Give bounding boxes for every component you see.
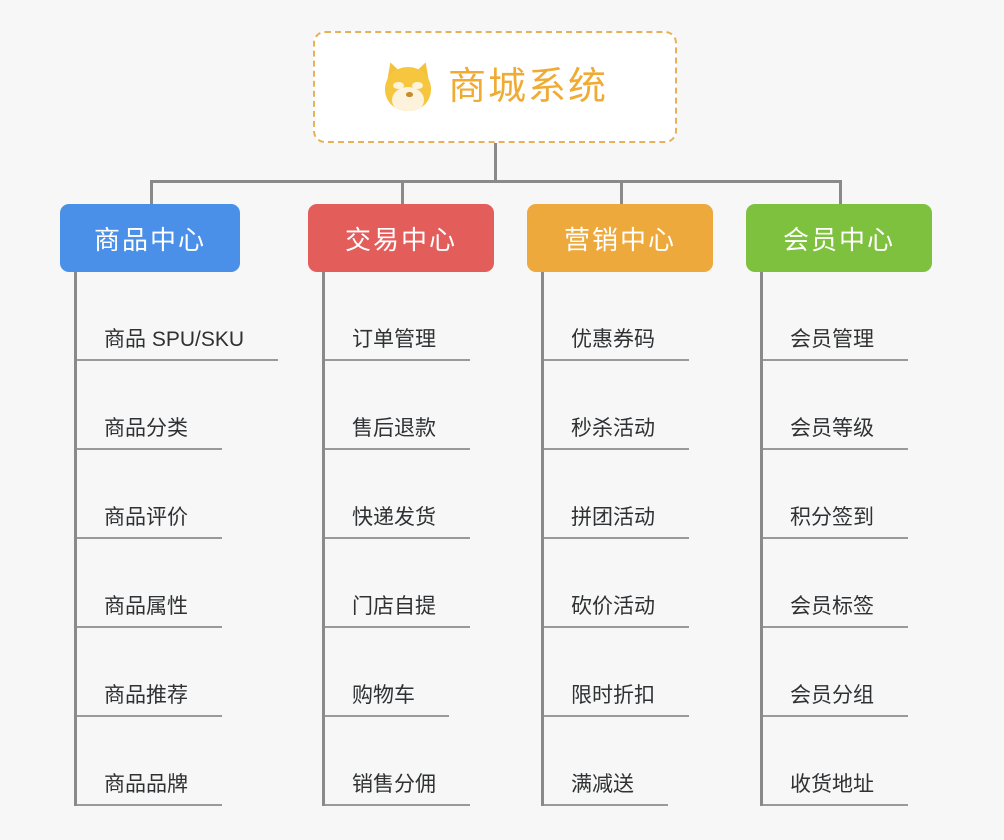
branch-trunk-product-center	[74, 272, 77, 806]
leaf-label: 会员等级	[760, 418, 908, 450]
leaf-list-member-center: 会员管理会员等级积分签到会员标签会员分组收货地址	[760, 272, 908, 806]
leaf-item[interactable]: 快递发货	[322, 450, 470, 539]
leaf-label: 售后退款	[322, 418, 470, 450]
leaf-label: 砍价活动	[541, 596, 689, 628]
leaf-item[interactable]: 商品推荐	[74, 628, 278, 717]
category-title: 营销中心	[563, 224, 676, 255]
leaf-label: 会员分组	[760, 685, 908, 717]
leaf-label: 门店自提	[322, 596, 470, 628]
category-title: 交易中心	[344, 224, 457, 255]
leaf-label: 商品分类	[74, 418, 222, 450]
leaf-list-marketing-center: 优惠券码秒杀活动拼团活动砍价活动限时折扣满减送	[541, 272, 689, 806]
branch-trunk-trade-center	[322, 272, 325, 806]
category-header-trade-center[interactable]: 交易中心	[308, 204, 494, 272]
leaf-item[interactable]: 售后退款	[322, 361, 470, 450]
leaf-item[interactable]: 会员管理	[760, 272, 908, 361]
leaf-item[interactable]: 商品品牌	[74, 717, 278, 806]
leaf-label: 销售分佣	[322, 774, 470, 806]
leaf-label: 满减送	[541, 774, 668, 806]
leaf-label: 收货地址	[760, 774, 908, 806]
leaf-label: 会员标签	[760, 596, 908, 628]
leaf-label: 会员管理	[760, 329, 908, 361]
leaf-item[interactable]: 砍价活动	[541, 539, 689, 628]
leaf-label: 商品推荐	[74, 685, 222, 717]
category-header-marketing-center[interactable]: 营销中心	[527, 204, 713, 272]
category-header-product-center[interactable]: 商品中心	[60, 204, 240, 272]
leaf-item[interactable]: 商品 SPU/SKU	[74, 272, 279, 361]
leaf-label: 商品评价	[74, 507, 222, 539]
leaf-item[interactable]: 会员分组	[760, 628, 908, 717]
leaf-item[interactable]: 收货地址	[760, 717, 908, 806]
category-drop-line-2	[401, 180, 404, 204]
category-drop-line-1	[150, 180, 153, 204]
leaf-item[interactable]: 商品属性	[74, 539, 278, 628]
leaf-label: 商品 SPU/SKU	[74, 329, 279, 361]
column-member-center: 会员中心会员管理会员等级积分签到会员标签会员分组收货地址	[746, 204, 932, 806]
leaf-label: 订单管理	[322, 329, 470, 361]
leaf-item[interactable]: 会员等级	[760, 361, 908, 450]
root-node[interactable]: 商城系统	[313, 31, 677, 143]
column-trade-center: 交易中心订单管理售后退款快递发货门店自提购物车销售分佣	[308, 204, 494, 806]
leaf-item[interactable]: 订单管理	[322, 272, 470, 361]
leaf-list-product-center: 商品 SPU/SKU 商品分类商品评价商品属性商品推荐商品品牌	[74, 272, 279, 806]
leaf-item[interactable]: 限时折扣	[541, 628, 689, 717]
category-drop-line-3	[620, 180, 623, 204]
branch-trunk-member-center	[760, 272, 763, 806]
leaf-item[interactable]: 商品评价	[74, 450, 278, 539]
category-header-member-center[interactable]: 会员中心	[746, 204, 932, 272]
root-title: 商城系统	[447, 66, 608, 108]
leaf-item[interactable]: 积分签到	[760, 450, 908, 539]
category-title: 会员中心	[782, 224, 895, 255]
branch-trunk-marketing-center	[541, 272, 544, 806]
leaf-label: 商品品牌	[74, 774, 222, 806]
column-product-center: 商品中心商品 SPU/SKU 商品分类商品评价商品属性商品推荐商品品牌	[60, 204, 279, 806]
leaf-list-trade-center: 订单管理售后退款快递发货门店自提购物车销售分佣	[322, 272, 470, 806]
root-horizontal-bar	[150, 180, 842, 183]
root-stem-line	[494, 143, 497, 183]
leaf-item[interactable]: 秒杀活动	[541, 361, 689, 450]
leaf-item[interactable]: 会员标签	[760, 539, 908, 628]
leaf-item[interactable]: 购物车	[322, 628, 470, 717]
leaf-item[interactable]: 门店自提	[322, 539, 470, 628]
column-marketing-center: 营销中心优惠券码秒杀活动拼团活动砍价活动限时折扣满减送	[527, 204, 713, 806]
leaf-item[interactable]: 拼团活动	[541, 450, 689, 539]
leaf-item[interactable]: 优惠券码	[541, 272, 689, 361]
leaf-label: 商品属性	[74, 596, 222, 628]
leaf-label: 快递发货	[322, 507, 470, 539]
leaf-item[interactable]: 满减送	[541, 717, 689, 806]
leaf-label: 拼团活动	[541, 507, 689, 539]
dog-face-icon	[381, 59, 435, 113]
leaf-label: 优惠券码	[541, 329, 689, 361]
leaf-label: 秒杀活动	[541, 418, 689, 450]
leaf-label: 积分签到	[760, 507, 908, 539]
leaf-label: 购物车	[322, 685, 449, 717]
leaf-item[interactable]: 商品分类	[74, 361, 278, 450]
category-title: 商品中心	[93, 224, 206, 255]
leaf-item[interactable]: 销售分佣	[322, 717, 470, 806]
leaf-label: 限时折扣	[541, 685, 689, 717]
category-drop-line-4	[839, 180, 842, 204]
